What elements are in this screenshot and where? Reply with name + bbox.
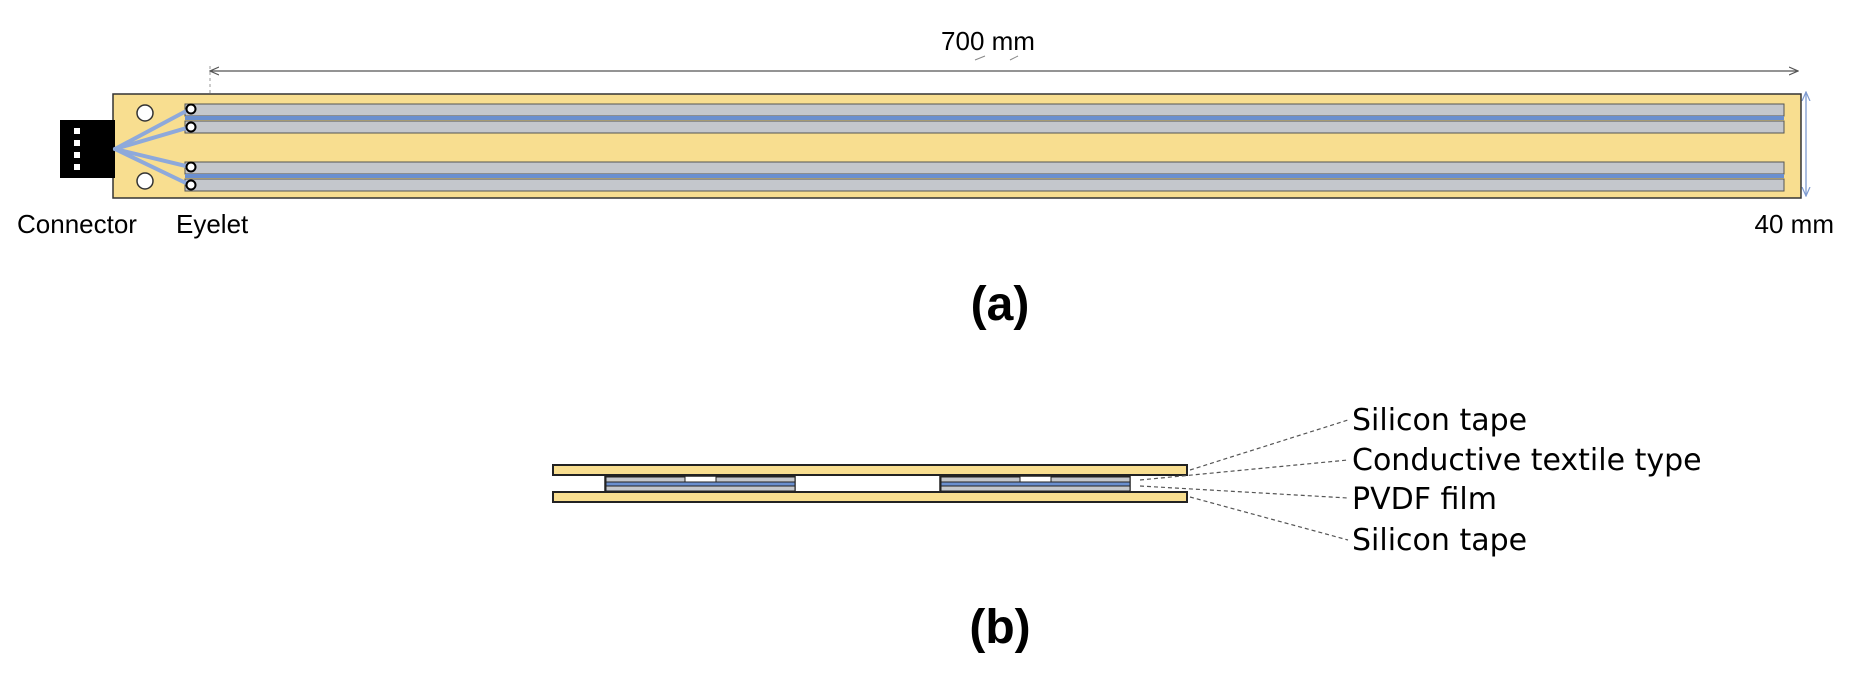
electrode-strip xyxy=(184,103,1785,117)
connector-wires xyxy=(113,107,192,187)
mounting-hole-bottom xyxy=(136,172,154,190)
conductive-textile xyxy=(605,485,796,492)
silicon-tape-top xyxy=(552,464,1188,476)
pvdf-film xyxy=(605,481,796,487)
connector-pins xyxy=(74,128,80,170)
length-label-tick-right xyxy=(1009,55,1019,61)
figure-a-top-view: 700 mm 40 mm Connector xyxy=(17,26,1834,331)
pvdf-film xyxy=(940,481,1131,487)
eyelet-label: Eyelet xyxy=(176,209,249,239)
width-label: 40 mm xyxy=(1755,209,1834,239)
length-label-tick-left xyxy=(974,55,986,61)
layer-label-silicon-tape-top: Silicon tape xyxy=(1352,403,1527,438)
conductive-textile xyxy=(605,476,686,483)
layer-label-conductive-textile: Conductive textile type xyxy=(1352,443,1702,478)
conductive-textile xyxy=(715,476,796,483)
caption-a: (a) xyxy=(971,278,1030,331)
conductive-textile xyxy=(940,485,1131,492)
conductive-textile xyxy=(1050,476,1131,483)
layer-label-pvdf-film: PVDF film xyxy=(1352,482,1497,517)
eyelets xyxy=(185,103,197,191)
connector xyxy=(60,120,115,178)
caption-b: (b) xyxy=(969,601,1030,654)
mounting-hole-top xyxy=(136,104,154,122)
conductive-textile xyxy=(940,476,1021,483)
electrode-strip xyxy=(184,161,1785,175)
pvdf-line xyxy=(185,116,1784,120)
layer-label-silicon-tape-bottom: Silicon tape xyxy=(1352,523,1527,558)
silicon-tape-bottom xyxy=(552,491,1188,503)
electrode-strip xyxy=(184,120,1785,134)
length-label: 700 mm xyxy=(941,26,1035,56)
electrode-strip xyxy=(184,178,1785,192)
leader-lines xyxy=(1139,419,1349,541)
figure-b-cross-section: Silicon tape Conductive textile type PVD… xyxy=(552,403,1702,654)
connector-label: Connector xyxy=(17,209,137,239)
pvdf-line xyxy=(185,174,1784,178)
